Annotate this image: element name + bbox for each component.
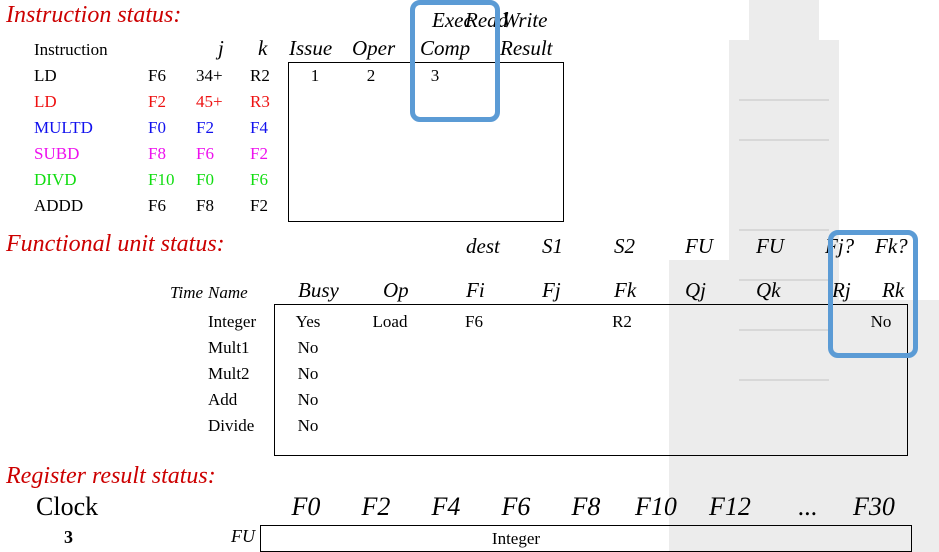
instr-op: SUBD <box>34 144 80 163</box>
instr-read: 2 <box>366 66 376 85</box>
col-instruction: Instruction <box>34 40 108 59</box>
register-table-box <box>260 525 912 552</box>
col-fk-top: S2 <box>614 234 635 258</box>
instr-k: R2 <box>250 66 270 85</box>
clock-label: Clock <box>36 492 99 521</box>
register-header: F10 <box>635 492 677 521</box>
col-fj-top: S1 <box>542 234 563 258</box>
functional-unit-status-title: Functional unit status: <box>6 231 225 257</box>
instr-op: DIVD <box>34 170 77 189</box>
col-fi: Fi <box>466 278 485 302</box>
fu-fk: R2 <box>612 312 632 331</box>
instr-op: ADDD <box>34 196 84 215</box>
fu-name: Divide <box>208 416 255 435</box>
col-read-top: Read <box>465 8 509 32</box>
time-label: Time <box>170 283 204 302</box>
register-header: F2 <box>361 492 391 521</box>
instr-dst: F2 <box>148 92 166 111</box>
clock-value: 3 <box>64 527 73 547</box>
fu-name: Mult2 <box>208 364 250 383</box>
fu-busy: No <box>297 390 319 409</box>
instr-op: LD <box>34 66 57 85</box>
instr-k: R3 <box>250 92 270 111</box>
col-exec-top-label: Exec <box>432 8 473 32</box>
instr-op: LD <box>34 92 57 111</box>
instr-dst: F0 <box>148 118 166 137</box>
fu-op: Load <box>372 312 408 331</box>
instr-j: F6 <box>196 144 214 163</box>
instr-exec: 3 <box>430 66 440 85</box>
instr-j: 45+ <box>196 92 223 111</box>
instruction-status-table-box <box>288 62 564 222</box>
fu-name: Integer <box>208 312 257 331</box>
instr-j: F2 <box>196 118 214 137</box>
col-read-bot: Oper <box>352 36 396 60</box>
col-busy: Busy <box>298 278 339 302</box>
instr-dst: F8 <box>148 144 166 163</box>
col-exec-bot: Comp <box>420 36 471 60</box>
fu-name: Add <box>208 390 238 409</box>
instr-issue: 1 <box>310 66 320 85</box>
instr-j: 34+ <box>196 66 223 85</box>
functional-unit-table-box <box>274 304 908 456</box>
fu-busy: No <box>297 338 319 357</box>
fu-fi: F6 <box>465 312 483 331</box>
fu-label: FU <box>231 526 255 546</box>
instr-dst: F6 <box>148 66 166 85</box>
rk-highlight <box>828 230 918 358</box>
fu-busy: Yes <box>295 312 321 331</box>
col-fi-top: dest <box>466 234 500 258</box>
register-result-status-title: Register result status: <box>6 463 216 489</box>
register-header: F6 <box>501 492 531 521</box>
fu-name: Mult1 <box>208 338 250 357</box>
exec-comp-highlight <box>410 0 500 122</box>
instr-j: F8 <box>196 196 214 215</box>
col-rk: Rk <box>882 278 905 302</box>
register-header: F12 <box>709 492 751 521</box>
register-header: F4 <box>431 492 461 521</box>
col-qj-top: FU <box>685 234 713 258</box>
register-header: ... <box>798 492 818 521</box>
col-qk: Qk <box>756 278 781 302</box>
register-header: F30 <box>853 492 895 521</box>
col-k: k <box>258 36 268 60</box>
instr-k: F2 <box>250 144 268 163</box>
col-issue: Issue <box>289 36 333 60</box>
col-qj: Qj <box>685 278 706 302</box>
col-name: Name <box>208 283 248 302</box>
instr-dst: F6 <box>148 196 166 215</box>
col-rk-top: Fk? <box>875 234 908 258</box>
instr-k: F6 <box>250 170 268 189</box>
register-header: F8 <box>571 492 601 521</box>
instr-k: F2 <box>250 196 268 215</box>
background-tower-image <box>669 0 939 552</box>
instr-k: F4 <box>250 118 268 137</box>
col-fk: Fk <box>614 278 637 302</box>
fu-busy: No <box>297 416 319 435</box>
col-fj: Fj <box>542 278 561 302</box>
col-j: j <box>218 36 224 60</box>
instruction-status-title: Instruction status: <box>6 2 182 28</box>
col-rj: Rj <box>832 278 851 302</box>
fu-busy: No <box>297 364 319 383</box>
instr-dst: F10 <box>148 170 175 189</box>
col-qk-top: FU <box>756 234 784 258</box>
register-header: F0 <box>291 492 321 521</box>
register-value: Integer <box>491 529 541 548</box>
instr-op: MULTD <box>34 118 93 137</box>
fu-rk: No <box>870 312 892 331</box>
col-op: Op <box>383 278 409 302</box>
col-write-top: Write <box>502 8 548 32</box>
instr-j: F0 <box>196 170 214 189</box>
col-write-bot: Result <box>500 36 553 60</box>
